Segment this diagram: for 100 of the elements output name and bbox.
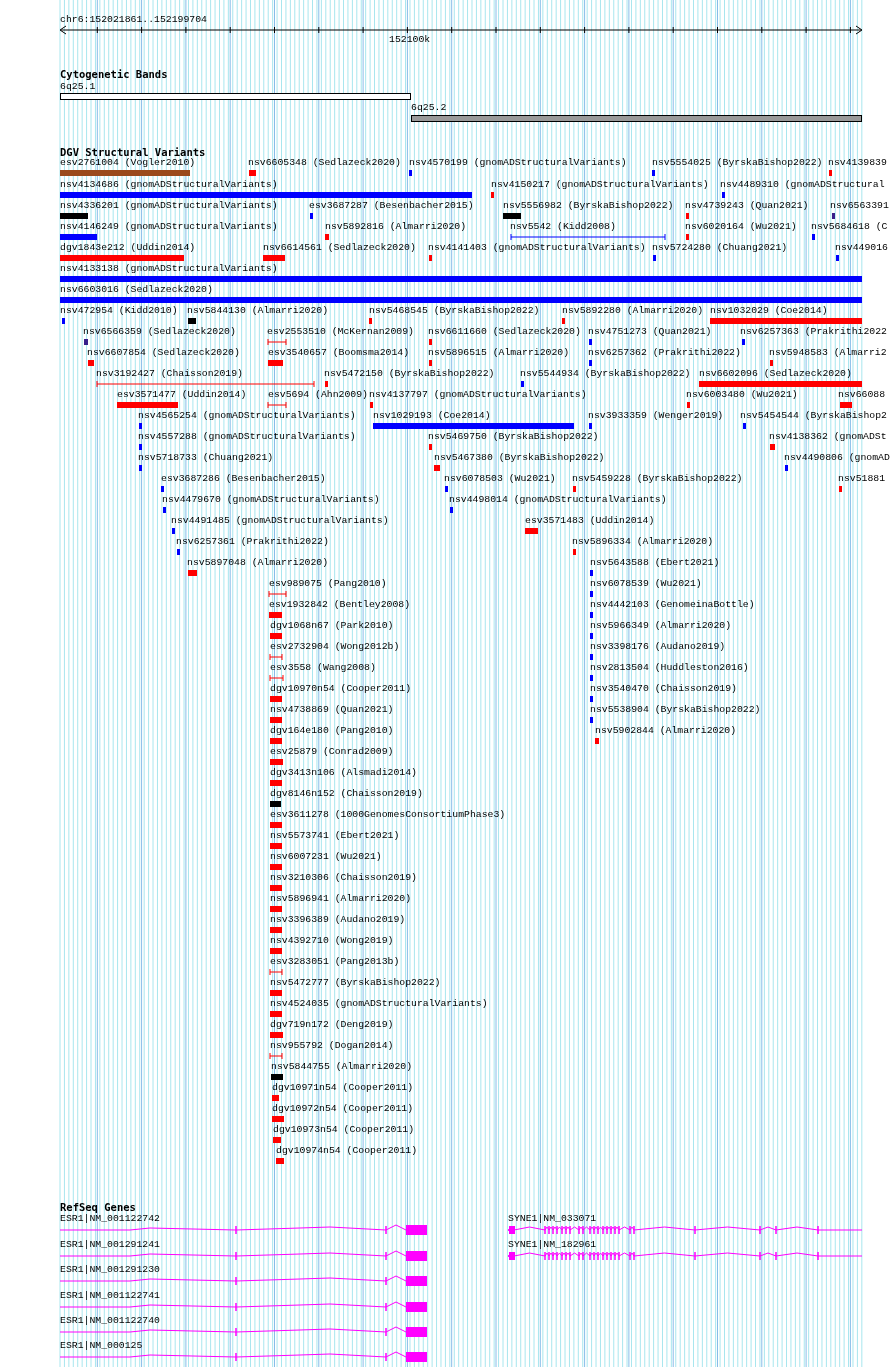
variant-label: nsv4479670 (gnomADStructuralVariants): [162, 494, 380, 506]
variant-label: nsv5538904 (ByrskaBishop2022): [590, 704, 761, 716]
variant-label: nsv1029193 (Coe2014): [373, 410, 491, 422]
variant-label: nsv4139839: [828, 157, 887, 169]
variant-label: nsv4442103 (GenomeinaBottle): [590, 599, 755, 611]
variant-label: nsv5948583 (Almarri2: [769, 347, 887, 359]
variant-label: nsv4137797 (gnomADStructuralVariants): [369, 389, 587, 401]
variant-label: nsv4146249 (gnomADStructuralVariants): [60, 221, 278, 233]
variant-label: nsv6607854 (Sedlazeck2020): [87, 347, 240, 359]
gene-label: SYNE1|NM_033071: [508, 1213, 597, 1225]
gene-label: ESR1|NM_001291241: [60, 1239, 160, 1251]
variant-label: nsv5718733 (Chuang2021): [138, 452, 274, 464]
track-title: DGV Structural Variants: [60, 146, 206, 158]
variant-label: nsv5896515 (Almarri2020): [428, 347, 570, 359]
track-title: Cytogenetic Bands: [60, 68, 168, 80]
variant-label: nsv5454544 (ByrskaBishop2: [740, 410, 887, 422]
variant-label: nsv4490806 (gnomAD: [784, 452, 890, 464]
track-title: RefSeq Genes: [60, 1201, 136, 1213]
variant-label: dgv164e180 (Pang2010): [270, 725, 394, 737]
band-label: 6q25.1: [60, 81, 96, 93]
gene-label: ESR1|NM_001122742: [60, 1213, 160, 1225]
variant-label: nsv5897048 (Almarri2020): [187, 557, 329, 569]
variant-label: nsv2813504 (Huddleston2016): [590, 662, 749, 674]
variant-label: nsv6603016 (Sedlazeck2020): [60, 284, 213, 296]
variant-label: nsv4491485 (gnomADStructuralVariants): [171, 515, 389, 527]
variant-label: nsv955792 (Dogan2014): [270, 1040, 394, 1052]
variant-label: esv3687286 (Besenbacher2015): [161, 473, 326, 485]
variant-label: nsv6614561 (Sedlazeck2020): [263, 242, 416, 254]
variant-label: nsv5844130 (Almarri2020): [187, 305, 329, 317]
variant-label: esv3540657 (Boomsma2014): [268, 347, 410, 359]
coordinate-label: chr6:152021861..152199704: [60, 14, 207, 26]
variant-label: nsv4557288 (gnomADStructuralVariants): [138, 431, 356, 443]
gene-label: ESR1|NM_001122740: [60, 1315, 160, 1327]
variant-label: nsv4336201 (gnomADStructuralVariants): [60, 200, 278, 212]
variant-label: dgv10974n54 (Cooper2011): [276, 1145, 418, 1157]
variant-label: nsv6563391: [830, 200, 889, 212]
variant-label: nsv4134686 (gnomADStructuralVariants): [60, 179, 278, 191]
variant-label: nsv5544934 (ByrskaBishop2022): [520, 368, 691, 380]
variant-label: dgv8146n152 (Chaisson2019): [270, 788, 423, 800]
variant-label: nsv4133138 (gnomADStructuralVariants): [60, 263, 278, 275]
variant-label: nsv6007231 (Wu2021): [270, 851, 382, 863]
variant-label: nsv4739243 (Quan2021): [685, 200, 809, 212]
variant-label: esv2732904 (Wong2012b): [270, 641, 400, 653]
variant-label: nsv3398176 (Audano2019): [590, 641, 726, 653]
variant-label: esv3571477 (Uddin2014): [117, 389, 247, 401]
variant-label: nsv5966349 (Almarri2020): [590, 620, 732, 632]
variant-label: nsv4138362 (gnomADSt: [769, 431, 887, 443]
variant-label: esv2761004 (Vogler2010): [60, 157, 196, 169]
variant-label: esv1932842 (Bentley2008): [269, 599, 411, 611]
variant-label: nsv6257361 (Prakrithi2022): [176, 536, 329, 548]
variant-label: nsv5573741 (Ebert2021): [270, 830, 400, 842]
variant-label: nsv5844755 (Almarri2020): [271, 1061, 413, 1073]
variant-label: nsv5554025 (ByrskaBishop2022): [652, 157, 823, 169]
variant-label: nsv6566359 (Sedlazeck2020): [83, 326, 236, 338]
variant-label: nsv5469750 (ByrskaBishop2022): [428, 431, 599, 443]
variant-label: nsv5896334 (Almarri2020): [572, 536, 714, 548]
variant-label: nsv4524035 (gnomADStructuralVariants): [270, 998, 488, 1010]
variant-label: esv2553510 (McKernan2009): [267, 326, 414, 338]
ruler-label: 152100k: [389, 34, 431, 46]
variant-label: nsv6611660 (Sedlazeck2020): [428, 326, 581, 338]
variant-label: nsv6605348 (Sedlazeck2020): [248, 157, 401, 169]
variant-label: dgv3413n106 (Alsmadi2014): [270, 767, 417, 779]
variant-label: nsv5892280 (Almarri2020): [562, 305, 704, 317]
variant-label: nsv472954 (Kidd2010): [60, 305, 178, 317]
variant-label: esv3687287 (Besenbacher2015): [309, 200, 474, 212]
variant-label: nsv4141403 (gnomADStructuralVariants): [428, 242, 646, 254]
gene-label: ESR1|NM_001122741: [60, 1290, 160, 1302]
variant-label: nsv1032029 (Coe2014): [710, 305, 828, 317]
variant-label: nsv6003480 (Wu2021): [686, 389, 798, 401]
variant-label: dgv1843e212 (Uddin2014): [60, 242, 196, 254]
variant-label: nsv4738869 (Quan2021): [270, 704, 394, 716]
variant-label: nsv4565254 (gnomADStructuralVariants): [138, 410, 356, 422]
variant-label: nsv6257363 (Prakrithi2022: [740, 326, 887, 338]
variant-label: nsv6020164 (Wu2021): [685, 221, 797, 233]
variant-label: nsv66088: [838, 389, 886, 401]
variant-label: nsv5643588 (Ebert2021): [590, 557, 720, 569]
variant-label: esv3283051 (Pang2013b): [270, 956, 400, 968]
variant-label: nsv5468545 (ByrskaBishop2022): [369, 305, 540, 317]
gene-label: ESR1|NM_000125: [60, 1340, 143, 1352]
variant-label: nsv5556982 (ByrskaBishop2022): [503, 200, 674, 212]
variant-label: esv3558 (Wang2008): [270, 662, 376, 674]
variant-label: nsv6078503 (Wu2021): [444, 473, 556, 485]
variant-label: nsv5896941 (Almarri2020): [270, 893, 412, 905]
variant-label: nsv6078539 (Wu2021): [590, 578, 702, 590]
gene-label: ESR1|NM_001291230: [60, 1264, 160, 1276]
variant-label: esv3611278 (1000GenomesConsortiumPhase3): [270, 809, 506, 821]
variant-label: esv3571483 (Uddin2014): [525, 515, 655, 527]
variant-label: dgv719n172 (Deng2019): [270, 1019, 394, 1031]
variant-label: nsv5892816 (Almarri2020): [325, 221, 467, 233]
variant-label: dgv10971n54 (Cooper2011): [272, 1082, 414, 1094]
variant-label: nsv5472150 (ByrskaBishop2022): [324, 368, 495, 380]
variant-label: nsv3396389 (Audano2019): [270, 914, 406, 926]
variant-label: nsv4498014 (gnomADStructuralVariants): [449, 494, 667, 506]
variant-label: nsv3540470 (Chaisson2019): [590, 683, 737, 695]
variant-label: dgv1068n67 (Park2010): [270, 620, 394, 632]
variant-label: esv25879 (Conrad2009): [270, 746, 394, 758]
variant-label: nsv51881: [838, 473, 886, 485]
variant-label: nsv6602096 (Sedlazeck2020): [699, 368, 852, 380]
variant-label: nsv5467380 (ByrskaBishop2022): [434, 452, 605, 464]
variant-label: nsv6257362 (Prakrithi2022): [588, 347, 741, 359]
